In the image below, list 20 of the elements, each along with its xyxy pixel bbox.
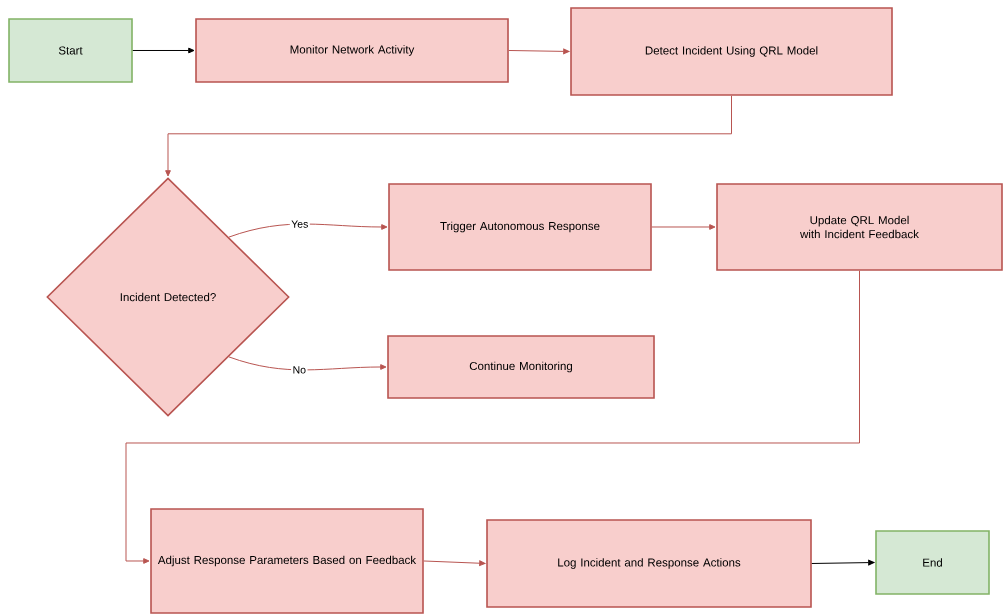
arrow: [228, 356, 387, 371]
process-box: Adjust Response Parameters Based on Feedback: [150, 508, 424, 614]
arrow: [423, 560, 486, 567]
arrow: [508, 48, 570, 55]
process-box: Log Incident and Response Actions: [486, 519, 812, 608]
process-box: Update QRL Model with Incident Feedback: [716, 183, 1003, 271]
process-box: Continue Monitoring: [387, 335, 655, 399]
arrow: [228, 223, 388, 238]
arrow: [811, 559, 875, 566]
terminal-box: End: [875, 530, 990, 595]
arrow: [651, 224, 716, 230]
arrow: [132, 47, 195, 54]
process-box: Monitor Network Activity: [195, 18, 509, 83]
process-box: Trigger Autonomous Response: [388, 183, 652, 271]
arrow: [125, 270, 860, 564]
process-box: Detect Incident Using QRL Model: [570, 7, 893, 96]
edge-label: No: [291, 364, 308, 375]
arrow: [165, 95, 732, 177]
terminal-box: Start: [8, 18, 133, 83]
edge-label: Yes: [289, 218, 310, 230]
